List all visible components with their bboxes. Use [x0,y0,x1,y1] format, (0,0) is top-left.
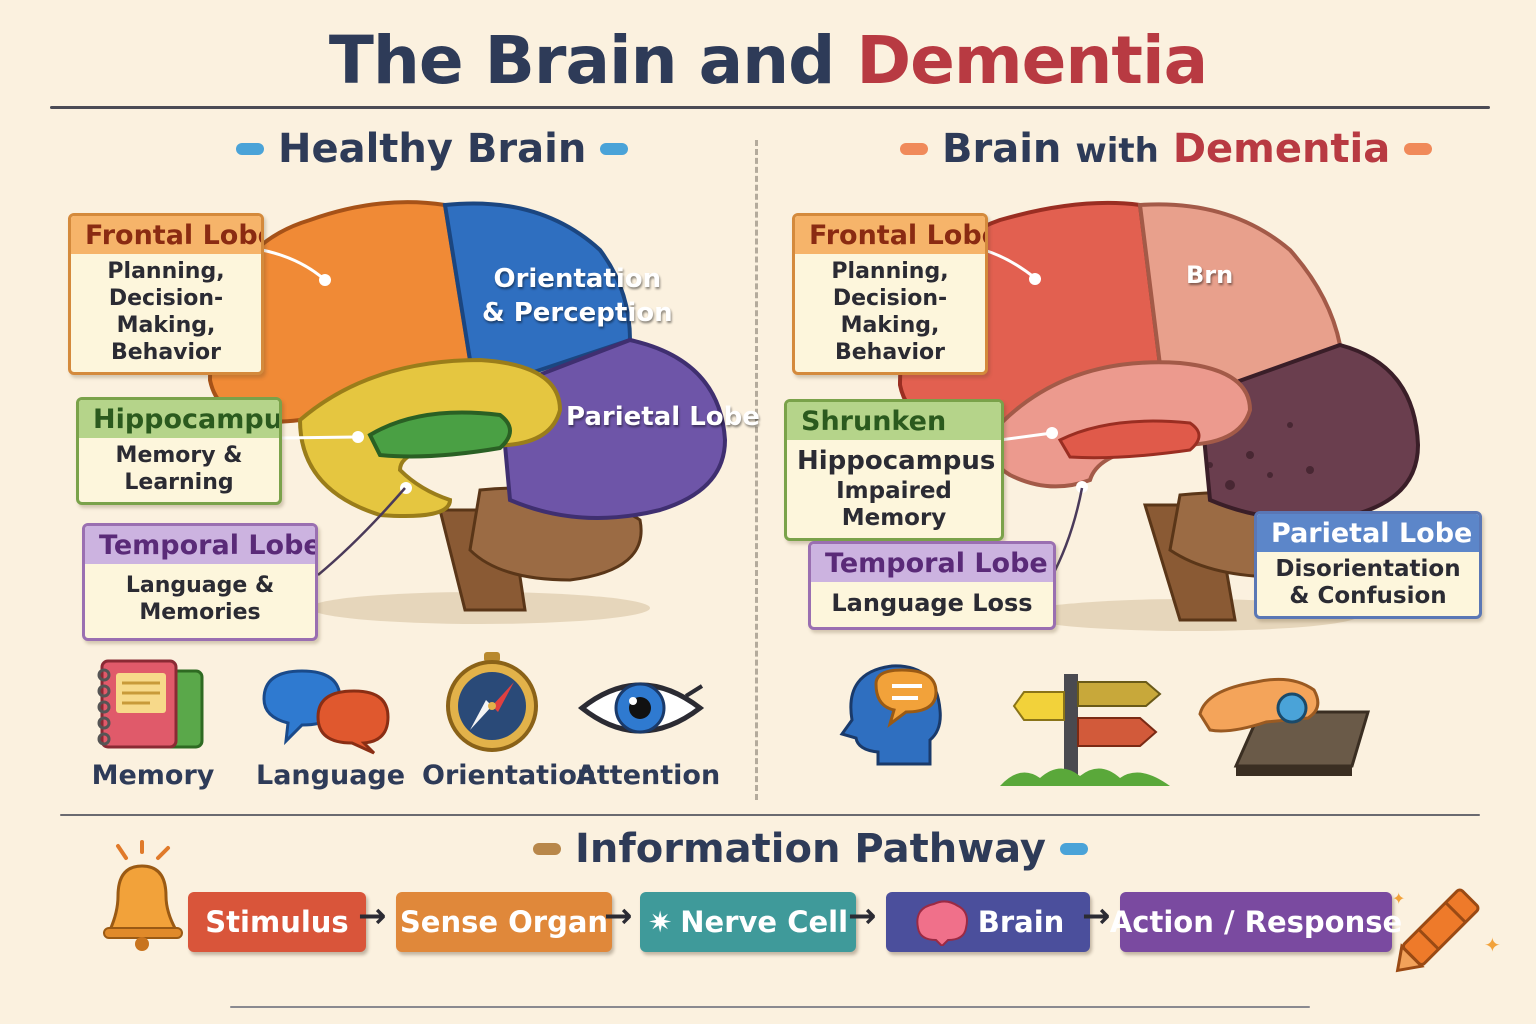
orientation-region-label: Orientation & Perception [482,264,673,328]
title-part2: Dementia [856,22,1208,99]
pathway-arrow-4: → [1082,896,1111,936]
dementia-frontal-card: Frontal Lobe Planning, Decision-Making, … [792,213,988,375]
dementia-temporal-card: Temporal Lobe Language Loss [808,541,1056,630]
dementia-heading: Brain with Dementia [900,126,1433,172]
svg-text:✦: ✦ [1484,933,1500,957]
icon-label-attention: Attention [576,760,721,791]
compass-icon [446,652,538,752]
notebook-icon [97,659,204,749]
pathway-heading: Information Pathway [533,826,1088,872]
healthy-hippocampus-card: Hippocampus Memory & Learning [76,397,282,505]
page-title: The Brain and Dementia [0,22,1536,99]
pathway-step-action-response: Action / Response [1110,892,1402,952]
dementia-brain-mark: Brn [1186,261,1234,289]
title-divider [50,106,1490,109]
svg-text:✦: ✦ [1392,889,1405,908]
icon-label-memory: Memory [91,760,215,791]
dementia-hippocampus-card: Shrunken Hippocampus Impaired Memory [784,399,1004,541]
pathway-step-brain: Brain [886,892,1090,952]
title-part1: The Brain and [328,22,835,99]
pathway-divider [60,814,1480,816]
dementia-parietal-card: Parietal Lobe Disorientation & Confusion [1254,511,1482,619]
speech-bubbles-icon [262,669,390,755]
confused-head-icon [839,664,942,766]
icon-label-orientation: Orientation [422,760,597,791]
signpost-icon [1000,674,1170,786]
column-divider [755,140,758,800]
parietal-region-label: Parietal Lobe [566,402,760,432]
healthy-temporal-card: Temporal Lobe Language & Memories [82,523,318,641]
pathway-step-sense-organ: Sense Organ [396,892,612,952]
healthy-frontal-card: Frontal Lobe Planning, Decision-Making, … [68,213,264,375]
pathway-arrow-2: → [604,896,633,936]
pathway-step-stimulus: Stimulus [188,892,366,952]
healthy-brain-illustration [207,200,728,624]
pathway-arrow-3: → [848,896,877,936]
mini-brain-icon [916,900,968,946]
healthy-heading: Healthy Brain [236,126,629,172]
pathway-arrow-1: → [358,896,387,936]
hand-button-icon [1198,677,1371,776]
eye-icon [577,682,705,734]
bell-icon [103,840,183,951]
neuron-icon: ✷ [647,905,673,939]
icon-label-language: Language [256,760,406,791]
healthy-leader-lines [261,248,406,576]
crayon-icon: ✦ ✦ [1392,888,1500,973]
footer-divider [230,1006,1310,1008]
pathway-step-nerve-cell: ✷ Nerve Cell [640,892,856,952]
